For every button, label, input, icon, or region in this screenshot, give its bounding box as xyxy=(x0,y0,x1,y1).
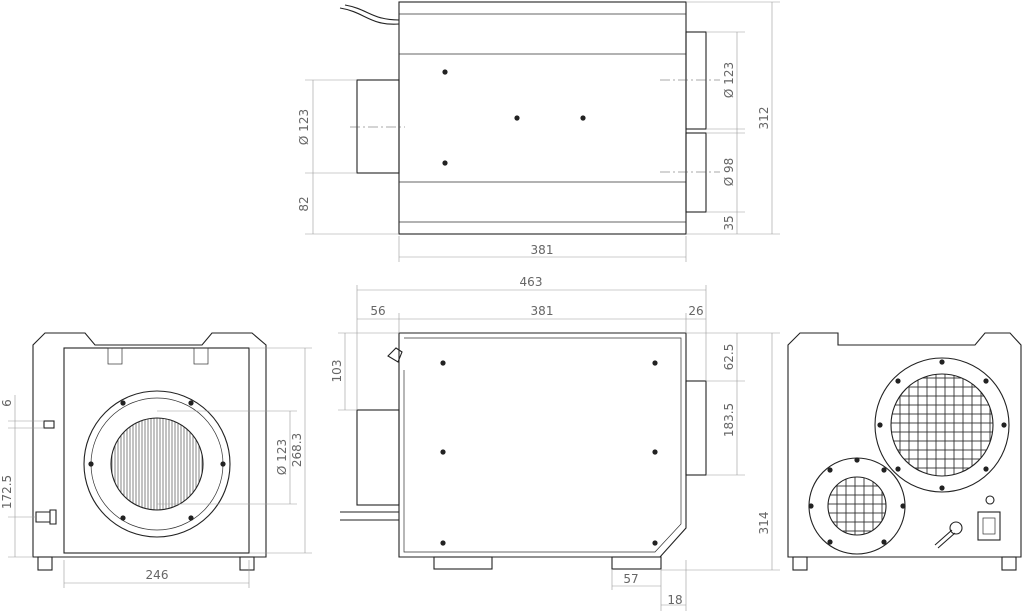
bolt-icon xyxy=(877,422,883,428)
drain-connector xyxy=(35,509,57,525)
bolt-icon xyxy=(88,461,94,467)
bolt-icon xyxy=(440,540,446,546)
front-body xyxy=(32,332,267,558)
bolt-icon xyxy=(442,69,448,75)
bolt-icon xyxy=(652,449,658,455)
bolt-icon xyxy=(854,457,860,463)
top-right-duct-upper xyxy=(685,31,707,130)
bolts xyxy=(88,69,1007,546)
bolt-icon xyxy=(188,400,194,406)
bolt-icon xyxy=(440,360,446,366)
dim-side-62-5: 62.5 xyxy=(722,344,736,371)
dim-front-268: 268.3 xyxy=(290,433,304,467)
dim-side-381: 381 xyxy=(531,304,554,318)
bolt-icon xyxy=(900,503,906,509)
side-cable xyxy=(340,511,399,521)
top-right-duct-lower xyxy=(685,132,707,213)
bolt-icon xyxy=(983,466,989,472)
dim-side-463: 463 xyxy=(520,275,543,289)
power-cable xyxy=(339,7,400,25)
top-view: 381 Ø 123 82 Ø 123 Ø 98 35 312 xyxy=(297,1,780,262)
rear-body xyxy=(787,332,1022,558)
bolt-icon xyxy=(120,400,126,406)
front-duct-flange xyxy=(83,390,231,538)
dim-top-right-upper: Ø 123 xyxy=(722,62,736,98)
rear-large-flange xyxy=(874,357,1010,493)
side-body xyxy=(398,332,687,558)
front-view: 246 268.3 Ø 123 6 172.5 xyxy=(0,332,312,588)
dim-top-35: 35 xyxy=(722,215,736,230)
bolt-icon xyxy=(120,515,126,521)
dim-side-56: 56 xyxy=(370,304,385,318)
bolt-icon xyxy=(442,160,448,166)
bolt-icon xyxy=(881,539,887,545)
bolt-icon xyxy=(895,378,901,384)
bolt-icon xyxy=(827,467,833,473)
dim-side-18: 18 xyxy=(667,593,682,607)
dim-front-246: 246 xyxy=(146,568,169,582)
bolt-icon xyxy=(1001,422,1007,428)
rear-view xyxy=(787,332,1022,571)
bolt-icon xyxy=(808,503,814,509)
side-left-duct xyxy=(356,409,400,506)
dim-top-312: 312 xyxy=(757,107,771,130)
top-left-duct xyxy=(356,79,400,174)
bolt-icon xyxy=(895,466,901,472)
dim-side-183-5: 183.5 xyxy=(722,403,736,437)
bolt-icon xyxy=(939,359,945,365)
dim-side-314: 314 xyxy=(757,512,771,535)
bolt-icon xyxy=(881,467,887,473)
dim-side-57: 57 xyxy=(623,572,638,586)
front-panel xyxy=(63,347,250,554)
power-switch xyxy=(977,511,1001,541)
bolt-icon xyxy=(827,539,833,545)
bolt-icon xyxy=(220,461,226,467)
top-body xyxy=(398,1,687,235)
dim-front-6: 6 xyxy=(0,399,14,407)
bolt-icon xyxy=(983,378,989,384)
side-view: 463 56 381 26 103 62.5 183.5 314 57 18 xyxy=(330,275,780,611)
side-right-duct xyxy=(685,380,707,476)
cable-gland xyxy=(949,521,963,535)
bolt-icon xyxy=(580,115,586,121)
dim-top-width: 381 xyxy=(531,243,554,257)
bolt-icon xyxy=(939,485,945,491)
dim-front-duct: Ø 123 xyxy=(275,439,289,475)
bolt-icon xyxy=(652,360,658,366)
bolt-icon xyxy=(440,449,446,455)
dim-top-82: 82 xyxy=(297,196,311,211)
dim-top-right-lower: Ø 98 xyxy=(722,158,736,187)
dim-side-26: 26 xyxy=(688,304,703,318)
dim-top-left-duct: Ø 123 xyxy=(297,109,311,145)
dim-front-172: 172.5 xyxy=(0,475,14,509)
bolt-icon xyxy=(514,115,520,121)
bolt-icon xyxy=(652,540,658,546)
bolt-icon xyxy=(188,515,194,521)
dim-side-103: 103 xyxy=(330,360,344,383)
